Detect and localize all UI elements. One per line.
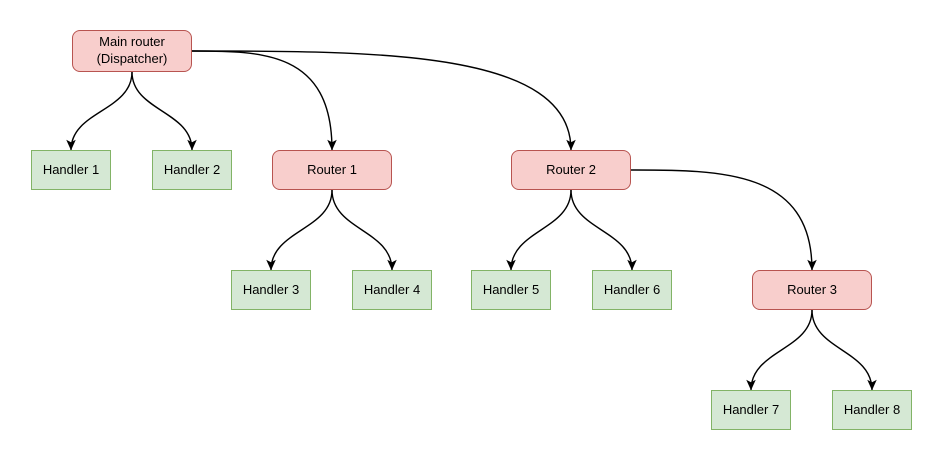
edge-main-router-to-handler-1 <box>66 71 133 151</box>
edge-main-router-to-router-1 <box>191 50 337 151</box>
node-handler-6: Handler 6 <box>592 270 672 310</box>
node-label: Handler 3 <box>242 281 300 297</box>
node-label: Handler 8 <box>843 401 901 417</box>
edge-router-2-to-handler-6 <box>570 189 637 271</box>
edge-main-router-to-router-2 <box>191 50 576 151</box>
node-label: Handler 2 <box>163 161 221 177</box>
edge-router-3-to-handler-8 <box>811 309 877 391</box>
edge-router-1-to-handler-4 <box>331 189 397 271</box>
edge-router-1-to-handler-3 <box>266 189 333 271</box>
node-handler-8: Handler 8 <box>832 390 912 430</box>
node-label: Router 2 <box>546 161 596 177</box>
node-handler-4: Handler 4 <box>352 270 432 310</box>
node-label: Handler 5 <box>482 281 540 297</box>
node-handler-1: Handler 1 <box>31 150 111 190</box>
node-router-1: Router 1 <box>272 150 392 190</box>
node-handler-2: Handler 2 <box>152 150 232 190</box>
node-label: Handler 1 <box>42 161 100 177</box>
edge-router-2-to-handler-5 <box>506 189 572 271</box>
node-router-3: Router 3 <box>752 270 872 310</box>
node-label: Handler 7 <box>722 401 780 417</box>
node-label: Handler 4 <box>363 281 421 297</box>
node-handler-5: Handler 5 <box>471 270 551 310</box>
node-handler-7: Handler 7 <box>711 390 791 430</box>
edge-router-3-to-handler-7 <box>746 309 813 391</box>
node-label: Router 3 <box>787 281 837 297</box>
node-label: Handler 6 <box>603 281 661 297</box>
node-main-router: Main router(Dispatcher) <box>72 30 192 72</box>
edge-main-router-to-handler-2 <box>131 71 197 151</box>
edge-router-2-to-router-3 <box>630 169 817 271</box>
node-label: Main router(Dispatcher) <box>96 34 168 66</box>
node-router-2: Router 2 <box>511 150 631 190</box>
node-label: Router 1 <box>307 161 357 177</box>
node-handler-3: Handler 3 <box>231 270 311 310</box>
